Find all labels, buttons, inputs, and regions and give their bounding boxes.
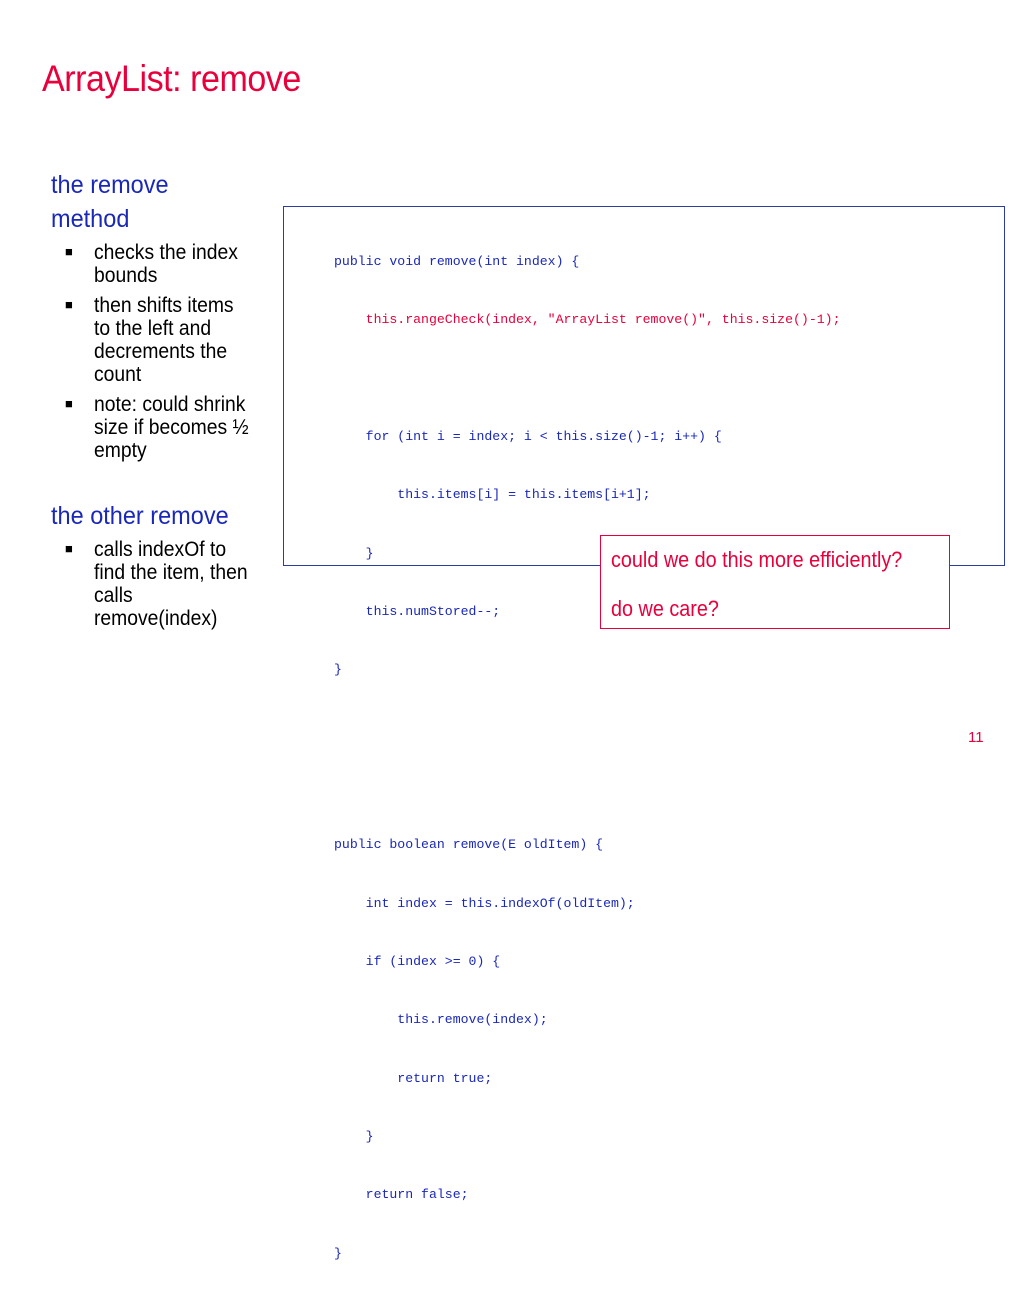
code-line: for (int i = index; i < this.size()-1; i… xyxy=(334,428,722,444)
other-remove-bullet-list: ■ calls indexOf to find the item, then c… xyxy=(64,538,294,637)
code-box: public void remove(int index) { this.ran… xyxy=(283,206,1005,1261)
bullet-line: calls indexOf to xyxy=(94,538,227,561)
code-listing: public void remove(int index) { this.ran… xyxy=(334,213,840,1302)
bullet-line: size if becomes ½ xyxy=(94,416,249,439)
code-line: if (index >= 0) { xyxy=(334,954,501,970)
code-line: } xyxy=(334,1129,374,1145)
code-line: return true; xyxy=(334,1070,493,1086)
callout-question: do we care? xyxy=(611,596,719,621)
section-heading-remove-method: the remove method xyxy=(51,168,169,236)
code-line: } xyxy=(334,545,374,561)
bullet-line: find the item, then xyxy=(94,561,248,584)
callout-question: could we do this more efficiently? xyxy=(611,547,903,572)
square-bullet-icon: ■ xyxy=(65,297,73,312)
bullet-line: to the left and xyxy=(94,317,212,340)
bullet-line: count xyxy=(94,363,142,386)
question-callout: could we do this more efficiently? do we… xyxy=(600,535,950,629)
bullet-item: ■ note: could shrink size if becomes ½ e… xyxy=(64,393,294,462)
square-bullet-icon: ■ xyxy=(65,541,73,556)
section-heading-other-remove: the other remove xyxy=(51,502,229,530)
square-bullet-icon: ■ xyxy=(65,244,73,259)
bullet-line: checks the index xyxy=(94,241,238,264)
page-number: 11 xyxy=(968,729,984,746)
bullet-line: remove(index) xyxy=(94,607,218,630)
code-line: return false; xyxy=(334,1187,469,1203)
code-line: this.numStored--; xyxy=(334,603,501,619)
code-line: public void remove(int index) { xyxy=(334,253,580,269)
bullet-line: empty xyxy=(94,439,147,462)
bullet-line: then shifts items xyxy=(94,294,234,317)
slide-title: ArrayList: remove xyxy=(42,58,301,99)
bullet-line: decrements the xyxy=(94,340,228,363)
code-line xyxy=(334,719,840,738)
bullet-item: ■ checks the index bounds xyxy=(64,241,294,287)
bullet-line: note: could shrink xyxy=(94,393,246,416)
code-line xyxy=(334,369,840,388)
bullet-line: calls xyxy=(94,584,133,607)
code-line: this.items[i] = this.items[i+1]; xyxy=(334,487,651,503)
code-line: this.remove(index); xyxy=(334,1012,548,1028)
code-line: } xyxy=(334,1245,342,1261)
code-line-highlight: this.rangeCheck(index, "ArrayList remove… xyxy=(334,312,841,328)
square-bullet-icon: ■ xyxy=(65,396,73,411)
code-line: } xyxy=(334,662,342,678)
bullet-line: bounds xyxy=(94,264,158,287)
bullet-item: ■ calls indexOf to find the item, then c… xyxy=(64,538,294,630)
code-line: public boolean remove(E oldItem) { xyxy=(334,837,604,853)
bullet-item: ■ then shifts items to the left and decr… xyxy=(64,294,294,386)
section-heading-line: method xyxy=(51,205,130,233)
section-heading-line: the remove xyxy=(51,171,169,199)
code-line: int index = this.indexOf(oldItem); xyxy=(334,895,635,911)
remove-method-bullet-list: ■ checks the index bounds ■ then shifts … xyxy=(64,241,294,469)
